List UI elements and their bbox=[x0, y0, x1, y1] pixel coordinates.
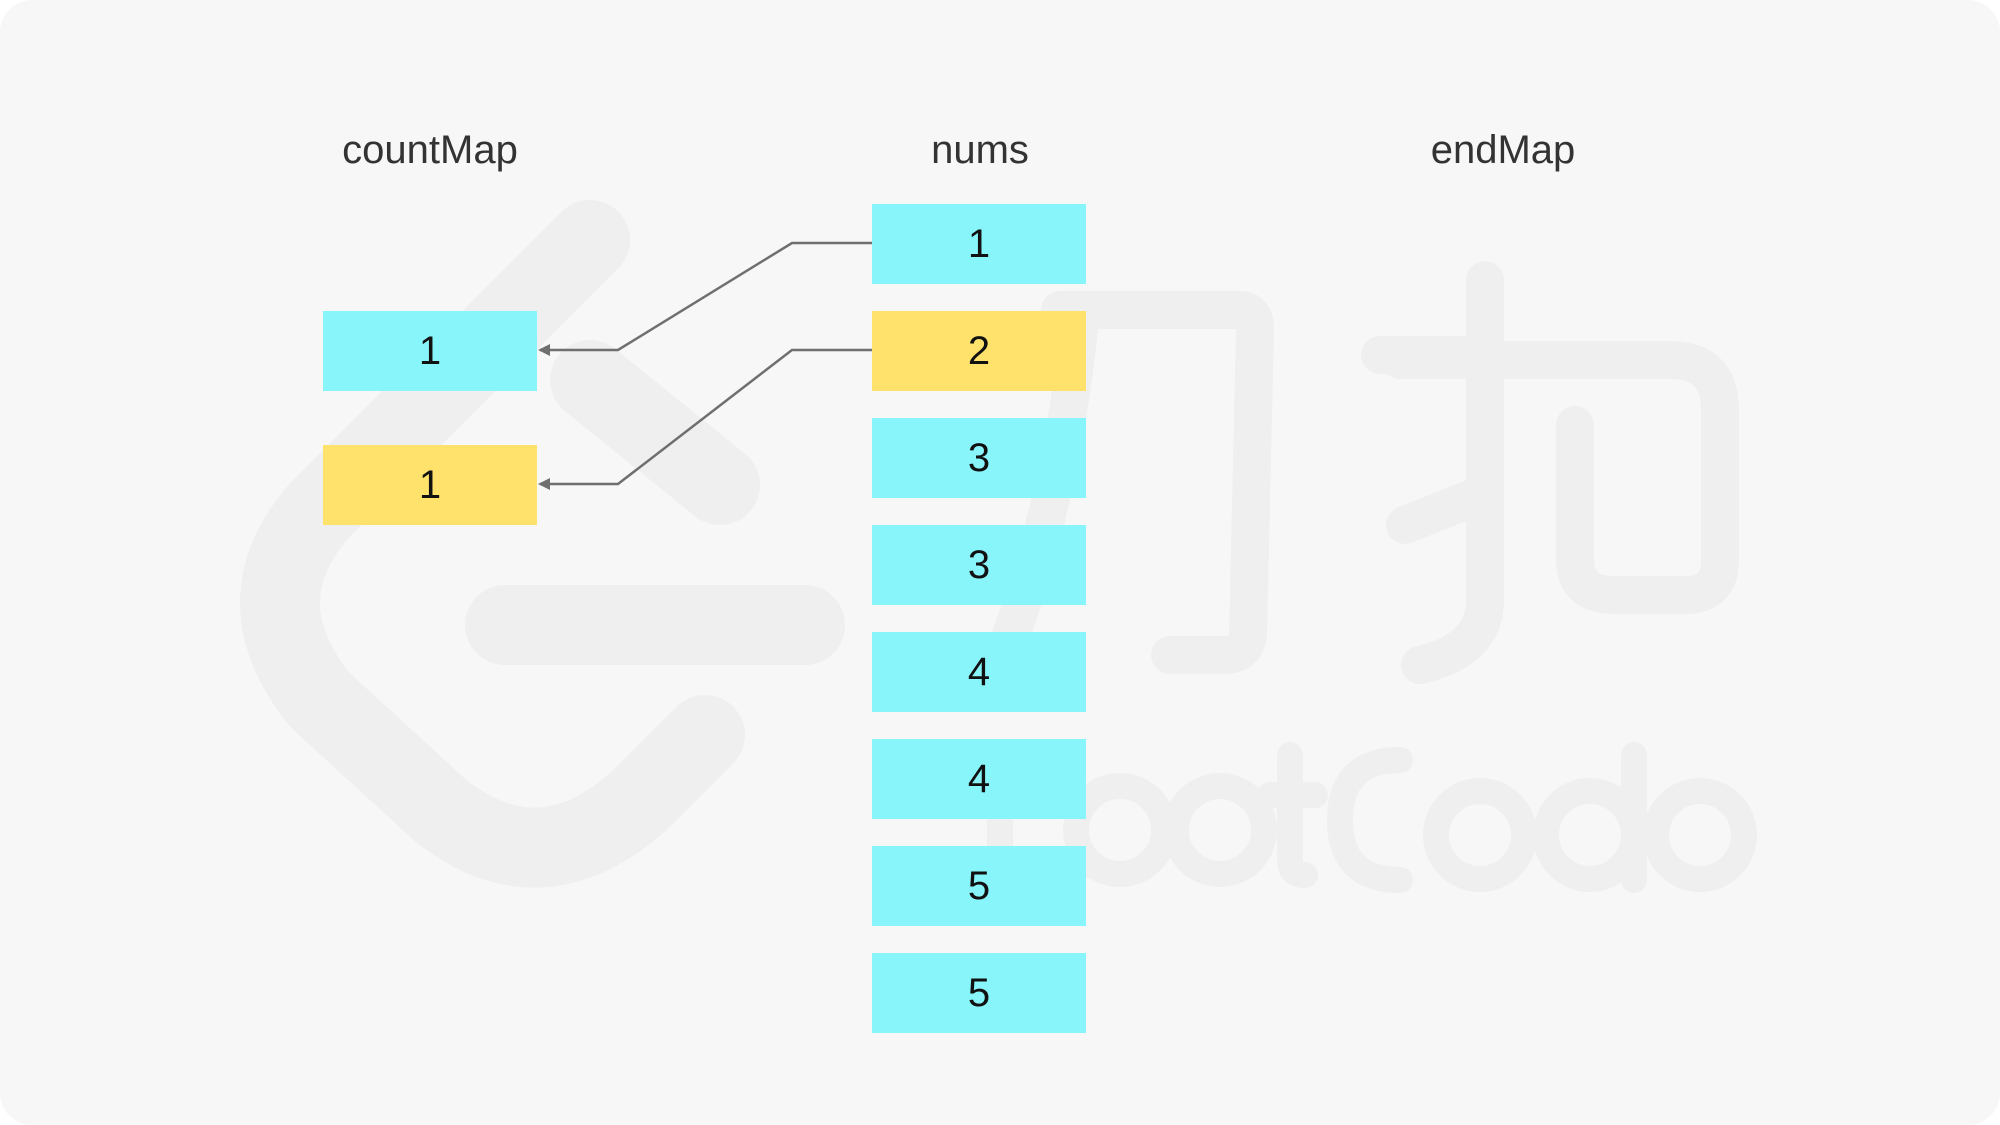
countmap-heading: countMap bbox=[342, 128, 518, 172]
nums-cell-3: 3 bbox=[872, 418, 1086, 498]
nums-cell-5: 4 bbox=[872, 632, 1086, 712]
nums-cell-7: 5 bbox=[872, 846, 1086, 926]
arrow-nums1-to-countmap1 bbox=[538, 241, 872, 356]
countmap-cell-2: 1 bbox=[323, 445, 537, 525]
nums-cell-6: 4 bbox=[872, 739, 1086, 819]
nums-cell-2: 2 bbox=[872, 311, 1086, 391]
nums-cell-8: 5 bbox=[872, 953, 1086, 1033]
nums-heading: nums bbox=[931, 128, 1029, 172]
nums-cell-4: 3 bbox=[872, 525, 1086, 605]
countmap-cell-1: 1 bbox=[323, 311, 537, 391]
nums-cell-1: 1 bbox=[872, 204, 1086, 284]
arrow-nums2-to-countmap2 bbox=[538, 348, 872, 490]
endmap-heading: endMap bbox=[1430, 128, 1576, 172]
